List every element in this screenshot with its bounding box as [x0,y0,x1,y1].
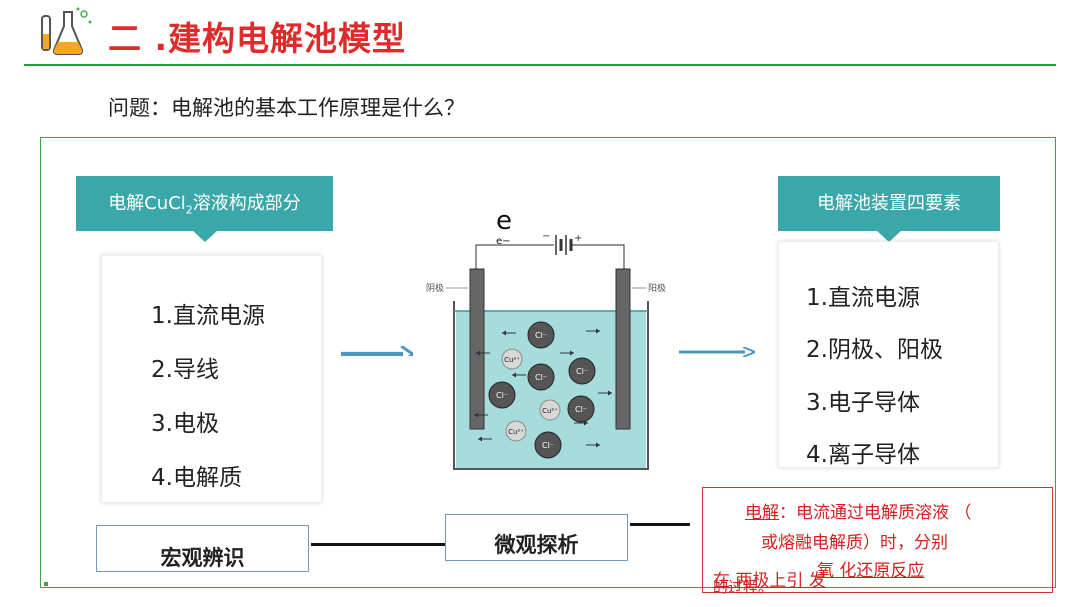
micro-analysis-box: 微观探析 [445,514,628,561]
anode-electrode [615,268,631,430]
right-item: 4.离子导体 [806,442,920,468]
ion-label: Cu²⁺ [504,356,520,364]
right-item: 2.阴极、阳极 [806,337,943,363]
wire-left [475,244,554,281]
macro-label: 宏观辨识 [160,546,245,570]
anode-label: 阳极 [648,282,666,294]
definition-box: 电解：电流通过电解质溶液 （ 或熔融电解质）时，分别 氧 化还原反应 在 两极上… [702,487,1053,596]
left-item: 3.电极 [151,411,219,437]
ion-label: Cl⁻ [575,405,587,414]
definition-line1: ：电流通过电解质溶液 （ [779,503,972,523]
battery-plus: + [574,233,582,244]
left-ribbon-main: 电解CuCl [108,193,186,214]
left-ribbon: 电解CuCl2溶液构成部分 [76,176,333,242]
ion-label: Cl⁻ [535,373,547,382]
right-ribbon: 电解池装置四要素 [778,176,1000,242]
cathode-label: 阴极 [426,282,444,294]
micro-label: 微观探析 [494,533,579,557]
chloride-ion: Cl⁻ [527,321,555,349]
chloride-ion: Cl⁻ [534,431,562,459]
frame-dot [44,582,48,586]
arrow-right-icon [679,347,755,357]
left-item: 1.直流电源 [151,303,265,329]
definition-line2: 或熔融电解质）时，分别 [761,533,948,553]
macro-identification-box: 宏观辨识 [96,525,309,572]
right-card: 1.直流电源 2.阴极、阳极 3.电子导体 4.离子导体 [778,241,999,468]
copper-ion: Cu²⁺ [539,399,561,421]
connector-line [311,543,445,546]
ion-label: Cu²⁺ [508,428,524,436]
electron-small-label: e− [496,236,511,247]
lab-flask-icon [41,7,92,55]
ion-label: Cl⁻ [576,367,588,376]
left-item: 4.电解质 [151,465,242,491]
chloride-ion: Cl⁻ [568,357,596,385]
left-card: 1.直流电源 2.导线 3.电极 4.电解质 [101,255,322,503]
battery-minus: − [542,231,550,242]
right-item: 1.直流电源 [806,285,920,311]
left-item: 2.导线 [151,357,219,383]
question-text: 问题：电解池的基本工作原理是什么？ [108,96,465,120]
page-title: 二 .建构电解池模型 [108,19,407,58]
left-ribbon-rest: 溶液构成部分 [192,193,301,214]
ion-label: Cl⁻ [542,441,554,450]
definition-line5: 的过程。 [713,578,774,596]
battery-icon [555,235,573,255]
copper-ion: Cu²⁺ [505,420,527,442]
chloride-ion: Cl⁻ [567,395,595,423]
definition-line4: 在 两极上引 发 [713,571,826,591]
arrow-right-icon [341,346,413,356]
cathode-electrode [469,268,485,430]
ion-label: Cl⁻ [535,331,547,340]
connector-line [630,523,690,526]
definition-term: 电解 [745,503,779,523]
content-frame [40,137,1056,588]
chloride-ion: Cl⁻ [488,381,516,409]
ions-layer: Cl⁻ Cu²⁺ Cl⁻ Cl⁻ Cl⁻ Cl⁻ Cu²⁺ Cu²⁺ Cl⁻ [474,321,612,459]
right-item: 3.电子导体 [806,390,920,416]
left-ribbon-sub: 2 [185,203,193,217]
electrolysis-cell-diagram: e e− − + 阴极 阳极 Cl⁻ Cu²⁺ Cl⁻ Cl⁻ Cl⁻ Cl⁻ Cu²⁺ Cu… [426,206,666,470]
copper-ion: Cu²⁺ [501,348,523,370]
ion-label: Cu²⁺ [542,407,558,415]
title-underline [24,64,1056,66]
definition-line3: 氧 化还原反应 [817,561,925,581]
electron-label: e [496,206,512,236]
chloride-ion: Cl⁻ [527,363,555,391]
beaker [453,301,649,470]
ion-label: Cl⁻ [496,391,508,400]
